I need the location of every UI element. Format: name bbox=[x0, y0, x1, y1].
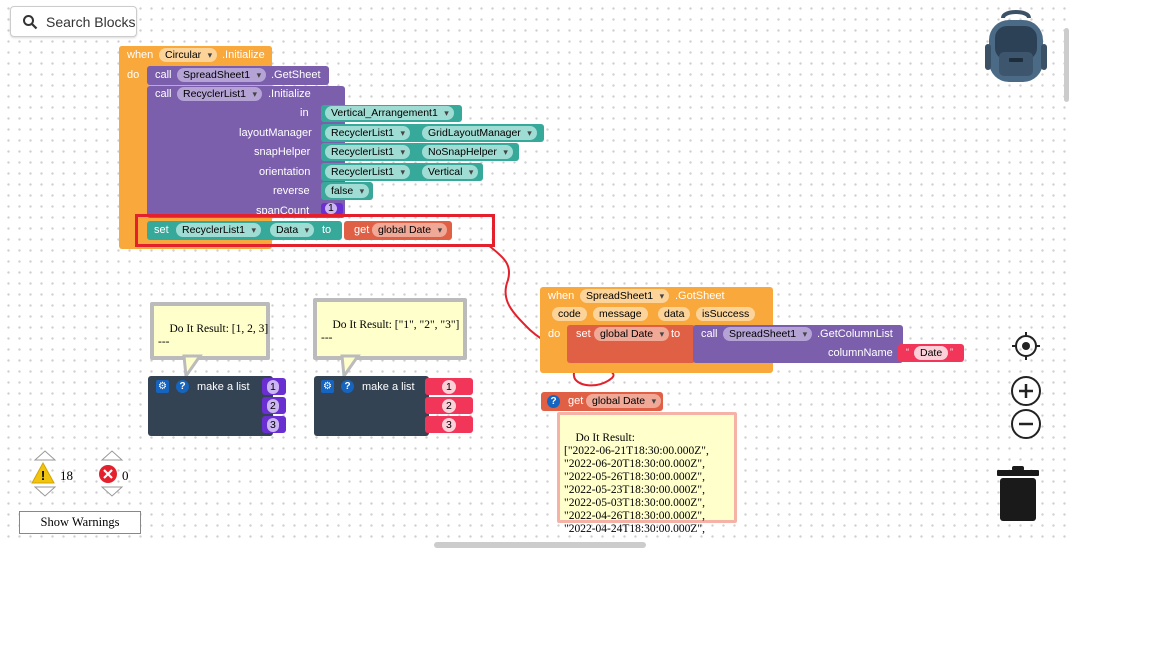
quote-open: “ bbox=[906, 347, 909, 357]
when-label: when bbox=[548, 290, 575, 302]
number-value[interactable]: 1 bbox=[267, 380, 279, 394]
number-value[interactable]: 2 bbox=[267, 399, 279, 413]
zoom-in-icon[interactable] bbox=[1010, 375, 1042, 407]
text-value[interactable]: 3 bbox=[442, 418, 456, 432]
param-label: in bbox=[300, 107, 309, 119]
zoom-out-icon[interactable] bbox=[1010, 408, 1042, 440]
param-label: columnName bbox=[828, 347, 893, 359]
search-blocks-button[interactable]: Search Blocks bbox=[10, 6, 137, 37]
text-value[interactable]: Date bbox=[914, 346, 949, 360]
param-issuccess[interactable]: isSuccess bbox=[696, 307, 756, 321]
event-name: .Initialize bbox=[222, 49, 265, 61]
help-icon[interactable]: ? bbox=[341, 380, 354, 393]
help-icon[interactable]: ? bbox=[176, 380, 189, 393]
warning-arrow-up-icon[interactable] bbox=[33, 450, 57, 461]
show-warnings-label: Show Warnings bbox=[40, 515, 120, 529]
number-value[interactable]: 1 bbox=[325, 203, 337, 214]
call-label: call bbox=[701, 328, 718, 340]
get-label: get bbox=[354, 224, 370, 236]
method-name: .GetColumnList bbox=[817, 328, 893, 340]
get-label: get bbox=[568, 395, 584, 407]
value-dropdown[interactable]: NoSnapHelper bbox=[422, 145, 513, 159]
param-label: snapHelper bbox=[254, 146, 311, 158]
set-label: set bbox=[154, 224, 169, 236]
recenter-icon[interactable] bbox=[1011, 331, 1041, 361]
error-icon bbox=[99, 465, 117, 483]
to-label: to bbox=[671, 328, 681, 340]
svg-text:!: ! bbox=[41, 468, 45, 483]
component-dropdown[interactable]: RecyclerList1 bbox=[325, 165, 411, 179]
help-icon[interactable]: ? bbox=[547, 395, 560, 408]
param-label: layoutManager bbox=[239, 127, 312, 139]
component-dropdown[interactable]: RecyclerList1 bbox=[325, 145, 411, 159]
error-arrow-down-icon[interactable] bbox=[100, 486, 124, 497]
text-value[interactable]: 2 bbox=[442, 399, 456, 413]
vertical-scrollbar[interactable] bbox=[1064, 28, 1069, 102]
show-warnings-button[interactable]: Show Warnings bbox=[19, 511, 141, 534]
param-data[interactable]: data bbox=[658, 307, 691, 321]
bubble-tail bbox=[340, 354, 361, 381]
do-label: do bbox=[127, 69, 140, 81]
param-code[interactable]: code bbox=[552, 307, 587, 321]
bubble-tail bbox=[182, 354, 203, 381]
warning-count: 18 bbox=[60, 468, 73, 483]
method-name: .GetSheet bbox=[271, 69, 321, 81]
highlight-annotation bbox=[135, 214, 495, 247]
call-initialize-block[interactable] bbox=[147, 86, 345, 218]
error-arrow-up-icon[interactable] bbox=[100, 450, 124, 461]
date-result-bubble: Do It Result: ["2022-06-21T18:30:00.000Z… bbox=[557, 412, 737, 535]
blocks-workspace[interactable]: Search Blocks when Circular .Initialize … bbox=[0, 0, 1069, 548]
variable-dropdown[interactable]: global Date bbox=[372, 223, 448, 237]
result-text: Do It Result: [1, 2, 3] --- bbox=[158, 323, 269, 348]
result-bubble: Do It Result: [1, 2, 3] --- bbox=[150, 302, 270, 360]
param-label: orientation bbox=[259, 166, 311, 178]
gear-icon[interactable]: ⚙ bbox=[321, 380, 334, 393]
set-label: set bbox=[576, 328, 591, 340]
value-dropdown[interactable]: Vertical bbox=[422, 165, 479, 179]
variable-dropdown[interactable]: global Date bbox=[586, 394, 662, 408]
param-label: reverse bbox=[273, 185, 310, 197]
date-result-text: Do It Result: ["2022-06-21T18:30:00.000Z… bbox=[564, 432, 709, 535]
call-label: call bbox=[155, 69, 172, 81]
when-label: when bbox=[127, 49, 154, 61]
component-dropdown[interactable]: SpreadSheet1 bbox=[177, 68, 267, 82]
number-value[interactable]: 3 bbox=[267, 418, 279, 432]
component-dropdown[interactable]: SpreadSheet1 bbox=[723, 327, 813, 341]
component-dropdown[interactable]: SpreadSheet1 bbox=[580, 289, 670, 303]
property-dropdown[interactable]: Data bbox=[270, 223, 315, 237]
trash-icon[interactable] bbox=[996, 464, 1040, 522]
annotation-arrow bbox=[487, 244, 615, 387]
component-dropdown[interactable]: RecyclerList1 bbox=[176, 223, 262, 237]
boolean-dropdown[interactable]: false bbox=[325, 184, 370, 198]
event-name: .GotSheet bbox=[675, 290, 725, 302]
make-a-list-label: make a list bbox=[362, 381, 415, 393]
to-label: to bbox=[322, 224, 332, 236]
param-message[interactable]: message bbox=[593, 307, 648, 321]
quote-close: ” bbox=[950, 347, 953, 357]
value-dropdown[interactable]: GridLayoutManager bbox=[422, 126, 537, 140]
gear-icon[interactable]: ⚙ bbox=[156, 380, 169, 393]
warning-icon: ! bbox=[31, 461, 55, 484]
component-dropdown[interactable]: RecyclerList1 bbox=[177, 87, 263, 101]
warning-arrow-down-icon[interactable] bbox=[33, 486, 57, 497]
result-bubble: Do It Result: ["1", "2", "3"] --- bbox=[313, 298, 467, 360]
error-count: 0 bbox=[122, 468, 129, 483]
horizontal-scrollbar[interactable] bbox=[434, 542, 646, 548]
backpack-icon[interactable] bbox=[983, 8, 1049, 86]
method-name: .Initialize bbox=[268, 88, 311, 100]
variable-dropdown[interactable]: global Date bbox=[594, 327, 670, 341]
search-blocks-label: Search Blocks bbox=[46, 14, 136, 30]
make-a-list-label: make a list bbox=[197, 381, 250, 393]
component-dropdown[interactable]: Vertical_Arrangement1 bbox=[325, 106, 454, 120]
text-value[interactable]: 1 bbox=[442, 380, 456, 394]
do-label: do bbox=[548, 328, 561, 340]
component-dropdown[interactable]: Circular bbox=[159, 48, 218, 62]
search-icon bbox=[23, 15, 38, 30]
component-dropdown[interactable]: RecyclerList1 bbox=[325, 126, 411, 140]
result-text: Do It Result: ["1", "2", "3"] --- bbox=[321, 319, 460, 344]
call-label: call bbox=[155, 88, 172, 100]
